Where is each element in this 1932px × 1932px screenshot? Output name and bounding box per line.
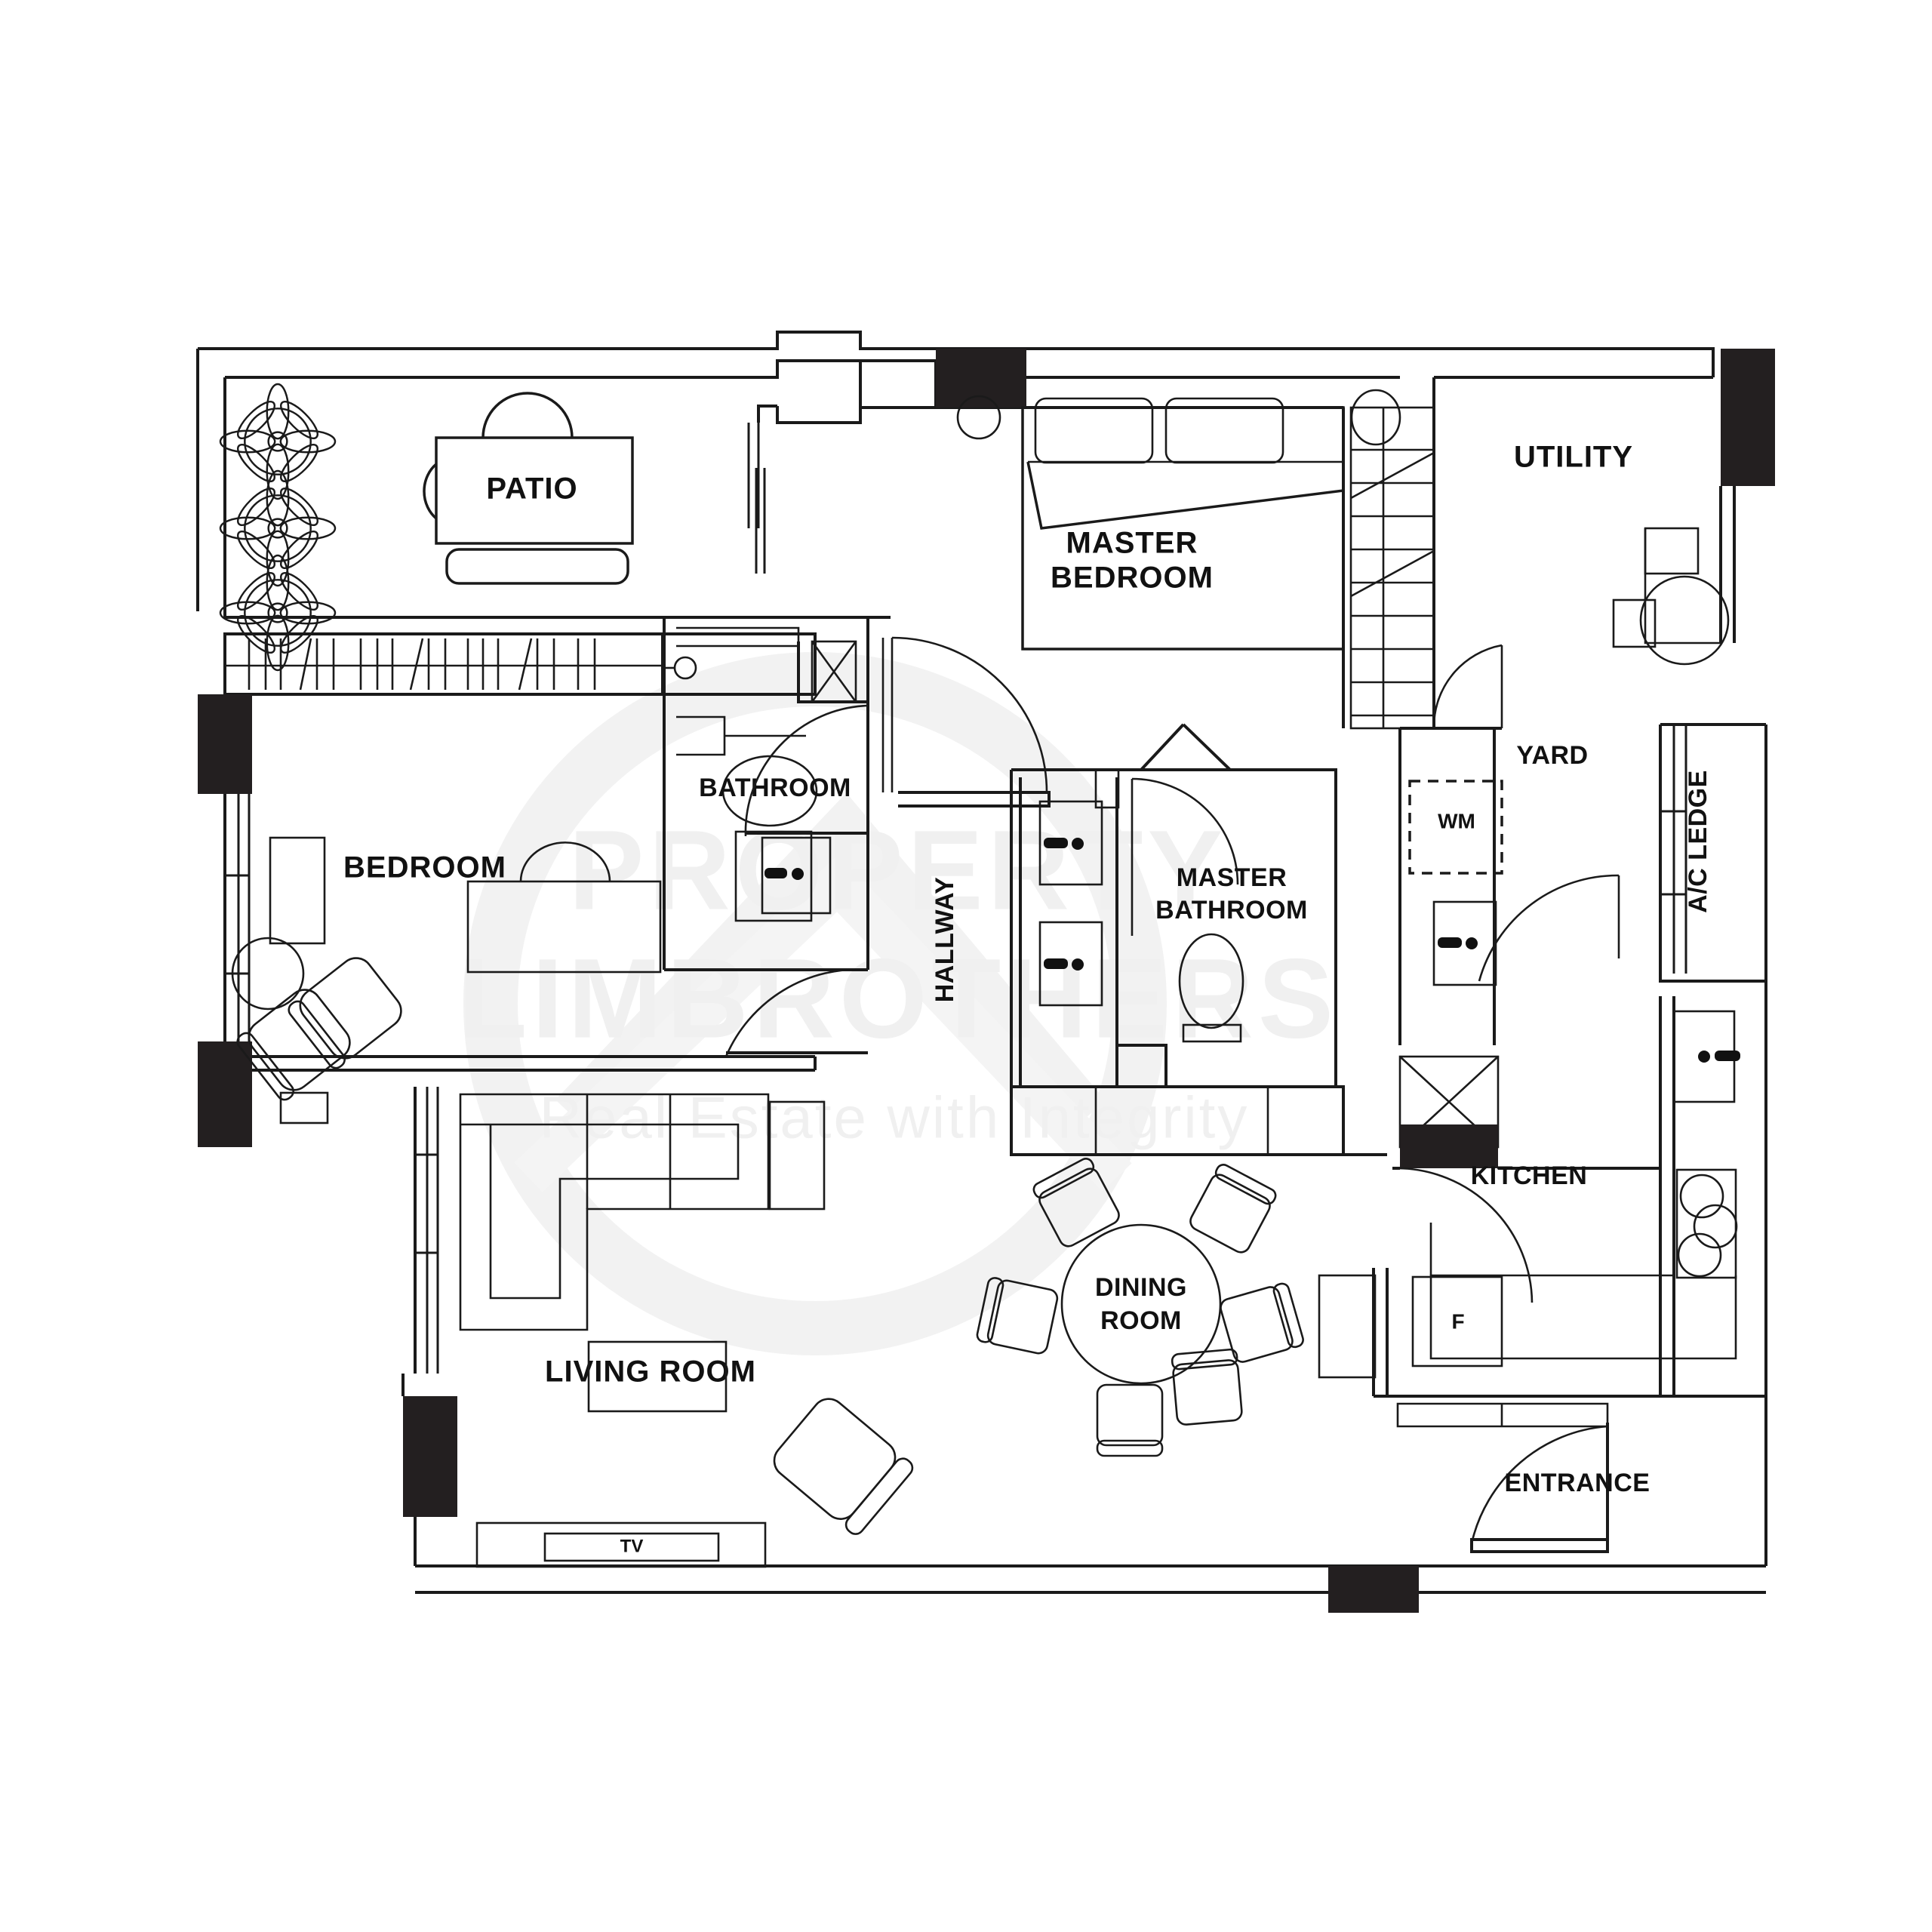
side-table-icon [269, 836, 326, 945]
potted-plant-icon [219, 383, 337, 672]
round-table-icon [231, 937, 305, 1011]
room-label-bedroom: BEDROOM [343, 851, 506, 884]
armchair-icon [773, 1398, 914, 1535]
sink-icon [1639, 575, 1730, 666]
room-label-entrance: ENTRANCE [1505, 1469, 1651, 1497]
room-label-utility: UTILITY [1514, 441, 1633, 474]
door-swing-icon [724, 968, 869, 1057]
room-label-bathroom: BATHROOM [699, 774, 851, 802]
bed-icon [1021, 397, 1345, 651]
room-label-dining-1: DINING [1095, 1273, 1187, 1302]
door-swing-icon [1392, 1167, 1534, 1303]
watermark-line2: LIMBROTHERS [458, 935, 1338, 1062]
door-swing-icon [744, 704, 869, 837]
side-table-icon [1350, 389, 1401, 446]
room-label-master-bedroom-1: MASTER [1066, 527, 1198, 560]
room-label-living-room: LIVING ROOM [545, 1355, 756, 1389]
room-label-hallway: HALLWAY [931, 877, 959, 1003]
door-swing-icon [881, 636, 1051, 808]
armchair-icon [236, 957, 402, 1101]
service-shaft-icon [1398, 1055, 1500, 1168]
kitchen-area: F KITCHEN [1318, 981, 1767, 1428]
room-label-master-bath-2: BATHROOM [1155, 896, 1308, 924]
room-label-yard: YARD [1516, 741, 1588, 770]
master-bathroom-area: MASTER BATHROOM [1010, 723, 1345, 1156]
patio-area: PATIO [219, 359, 862, 672]
room-label-master-bath-1: MASTER [1177, 863, 1287, 892]
sink-icon [664, 656, 697, 680]
bed-icon [466, 841, 662, 974]
tv-console-icon: TV [475, 1521, 767, 1568]
sofa-icon [459, 1093, 826, 1331]
toilet-icon [1178, 933, 1244, 1043]
fridge-icon: F [1411, 1275, 1503, 1367]
door-swing-icon [1094, 768, 1239, 936]
room-label-ac-ledge: A/C LEDGE [1684, 770, 1712, 913]
dining-room-area: DINING ROOM [976, 1158, 1304, 1457]
entrance-area: ENTRANCE [1328, 1423, 1767, 1567]
fixture-label-wm: WM [1438, 809, 1475, 832]
fixture-label-fridge: F [1451, 1309, 1464, 1333]
sink-icon [1672, 1010, 1740, 1103]
living-room-area: LIVING ROOM TV [252, 1069, 1766, 1613]
master-bedroom-area: MASTER BEDROOM [860, 347, 1713, 730]
fixture-label-tv: TV [620, 1536, 644, 1556]
door-swing-icon [1470, 1425, 1609, 1553]
structural-connectors [814, 634, 1387, 1156]
room-label-dining-2: ROOM [1100, 1306, 1182, 1335]
utility-area: UTILITY [1432, 349, 1775, 729]
ac-ledge-area: A/C LEDGE [1659, 723, 1767, 983]
room-label-patio: PATIO [486, 472, 577, 506]
room-label-kitchen: KITCHEN [1471, 1161, 1588, 1190]
washing-machine-icon: WM [1408, 780, 1503, 875]
stove-burner-icon [1675, 1168, 1738, 1279]
door-swing-icon [1432, 900, 1497, 986]
side-table-icon [956, 395, 1001, 440]
watermark-line1: PROPERTY [568, 807, 1227, 934]
yard-area: WM YARD A/C LEDGE [1398, 723, 1767, 1168]
shower-icon [797, 640, 868, 703]
room-label-master-bedroom-2: BEDROOM [1051, 561, 1214, 595]
watermark: PROPERTY LIMBROTHERS Real Estate with In… [458, 652, 1338, 1355]
wardrobe-icon [1349, 406, 1435, 730]
patio-furniture-group [423, 392, 634, 585]
round-dining-table-icon [1060, 1223, 1222, 1385]
dining-chairs-group [976, 1158, 1304, 1457]
wardrobe-icon [1038, 800, 1103, 1007]
hallway-area: HALLWAY [724, 616, 1051, 1057]
